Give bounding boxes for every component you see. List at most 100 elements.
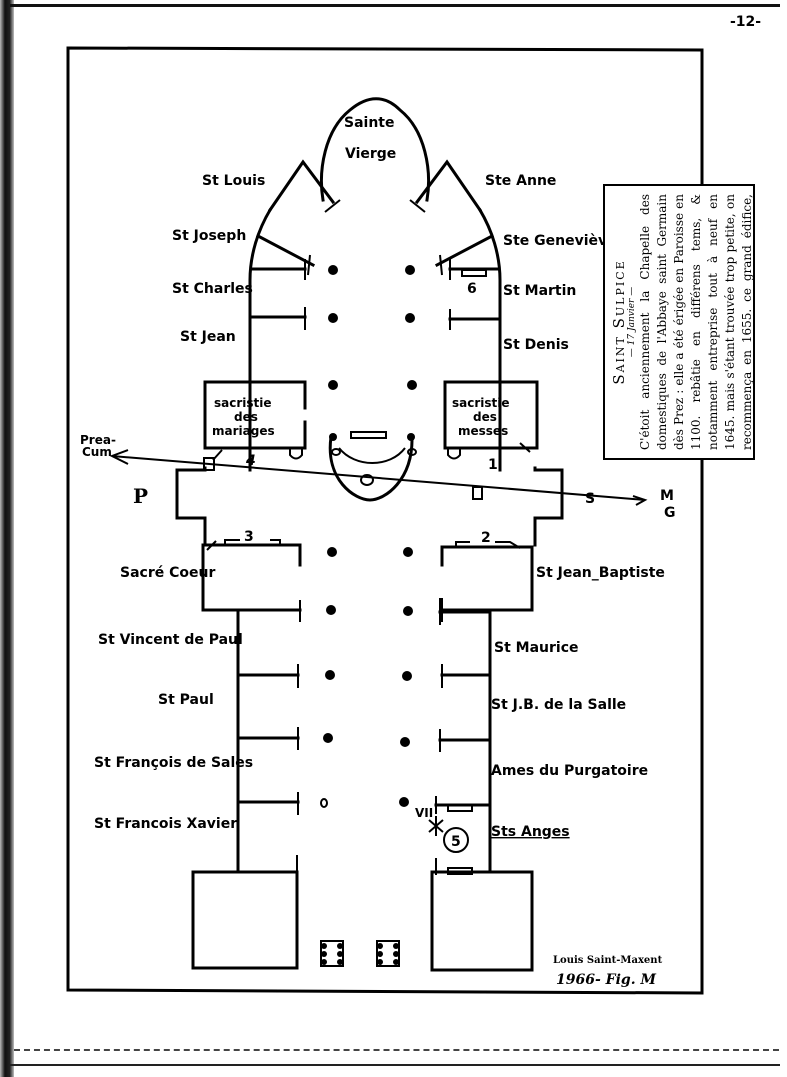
note-body: C'étoit anciennement la Chapelle des dom…: [638, 194, 754, 450]
pillar: [400, 737, 410, 747]
sacristie-mariages-door: [289, 448, 303, 460]
sacristie-messes: [443, 380, 539, 450]
figure-reference: 1966- Fig. M: [556, 972, 656, 988]
label-chapel-left: St Paul: [158, 692, 214, 708]
choir-left-wall: [248, 207, 273, 472]
chapel-stub-st-louis: [324, 199, 341, 213]
pillar: [403, 606, 413, 616]
pillar: [326, 605, 336, 615]
label-sacristie-mariages: des: [234, 410, 258, 424]
pillar: [329, 433, 337, 441]
label-chapel-right: St J.B. de la Salle: [491, 697, 626, 713]
pillar: [405, 313, 415, 323]
label-sacristie-mariages: mariages: [212, 424, 275, 438]
portal-columns-left: [320, 940, 344, 967]
sacristie-mariages-sides: [203, 380, 307, 450]
chapel-sacre-coeur-bottom: [201, 543, 302, 612]
marker-3-bracket: [270, 539, 281, 545]
note-title: Saint Sulpice: [610, 259, 628, 385]
label-apse-line1: Sainte: [344, 115, 394, 131]
pillar: [407, 380, 417, 390]
label-transept-m: M: [660, 488, 674, 504]
label-chapel-right: Ste Geneviève: [503, 233, 617, 249]
marker-3-bracket: [224, 539, 240, 545]
chapel-stub-ste-anne: [409, 199, 426, 213]
label-transept-p: P: [133, 484, 148, 508]
label-chapel-left: St François de Sales: [94, 755, 253, 771]
chapel-wall-st-joseph: [255, 233, 316, 268]
marker-5-circle: [443, 827, 469, 853]
arrow-1: [519, 442, 531, 453]
page-number: -12-: [730, 14, 762, 30]
meridian-arrow-right: [632, 495, 648, 506]
label-chapel-right: St Martin: [503, 283, 576, 299]
chapel-stub-ste-genevieve: [439, 254, 443, 276]
transept-right-wall: [533, 466, 564, 547]
label-sacristie-mariages: sacristie: [214, 396, 272, 410]
transept-left-wall: [175, 466, 207, 547]
pillar: [327, 547, 337, 557]
pillar: [407, 433, 415, 441]
saint-sulpice-note-clipping: Saint Sulpice — 17 Janvier — C'étoit anc…: [603, 184, 755, 460]
label-chapel-right: Ste Anne: [485, 173, 556, 189]
pillar: [328, 313, 338, 323]
label-sacristie-messes: des: [473, 410, 497, 424]
portal-columns-right: [376, 940, 400, 967]
pillar: [325, 670, 335, 680]
gnomon-center: [360, 474, 374, 486]
altar-sts-anges: [447, 804, 473, 812]
label-chapel-left: St Louis: [202, 173, 265, 189]
label-chapel-right: St Maurice: [494, 640, 579, 656]
scan-edge-top: [10, 4, 780, 7]
pillar: [405, 265, 415, 275]
label-chapel-left: St Francois Xavier: [94, 816, 237, 832]
tower-left: [191, 870, 299, 970]
pillar: [323, 733, 333, 743]
marker-6: 6: [467, 281, 477, 297]
sacristie-messes-door: [447, 448, 461, 460]
pillar: [403, 547, 413, 557]
scan-shadow-left: [0, 0, 14, 1077]
label-meridian-line2: Cum: [82, 445, 112, 459]
label-apse-line2: Vierge: [345, 146, 396, 162]
star-marker-icon: [428, 816, 444, 836]
pillar: [402, 671, 412, 681]
pillar: [328, 380, 338, 390]
chapel-sacre-coeur-top: [201, 543, 302, 567]
chapel-jean-baptiste: [440, 545, 534, 612]
plaque-marker: [472, 486, 483, 500]
sacristie-mariages-top: [203, 380, 307, 410]
chapel-stub-st-joseph: [307, 254, 311, 276]
marker-1: 1: [488, 457, 498, 473]
chapel-wall-ste-genevieve: [434, 233, 495, 268]
marker-2: 2: [481, 530, 491, 546]
label-chapel-left: St Vincent de Paul: [98, 632, 243, 648]
chapel-wall-st-louis: [267, 159, 336, 213]
label-transept-s: S: [585, 491, 595, 507]
label-chapel-right: Sts Anges: [491, 824, 570, 840]
label-chapel-right: Ames du Purgatoire: [491, 763, 648, 779]
scan-edge-bottom-dashed: [14, 1049, 779, 1052]
author-credit: Louis Saint-Maxent: [553, 955, 663, 966]
ambo: [331, 448, 341, 456]
chapel-wall-ste-anne: [414, 159, 483, 213]
altar-arc: [338, 447, 406, 464]
scan-edge-bottom: [10, 1064, 780, 1066]
arrow-3: [206, 540, 217, 551]
label-sacristie-messes: messes: [458, 424, 508, 438]
drawing-frame: [66, 46, 704, 995]
sanctuary-rail: [328, 435, 414, 502]
marker-4: 4: [245, 453, 256, 469]
tower-right: [430, 870, 534, 972]
label-chapel-right: St Jean_Baptiste: [536, 565, 665, 581]
marker-2-bracket: [495, 541, 521, 549]
high-altar: [350, 431, 387, 439]
choir-right-wall: [477, 207, 502, 472]
marker-vii: VII: [415, 806, 433, 820]
meridian-line: [111, 455, 646, 501]
label-chapel-left: Sacré Coeur: [120, 565, 215, 581]
note-content: Saint Sulpice — 17 Janvier — C'étoit anc…: [605, 186, 753, 458]
note-date: — 17 Janvier —: [627, 286, 637, 358]
altar-6: [461, 269, 487, 277]
label-sacristie-messes: sacristie: [452, 396, 510, 410]
